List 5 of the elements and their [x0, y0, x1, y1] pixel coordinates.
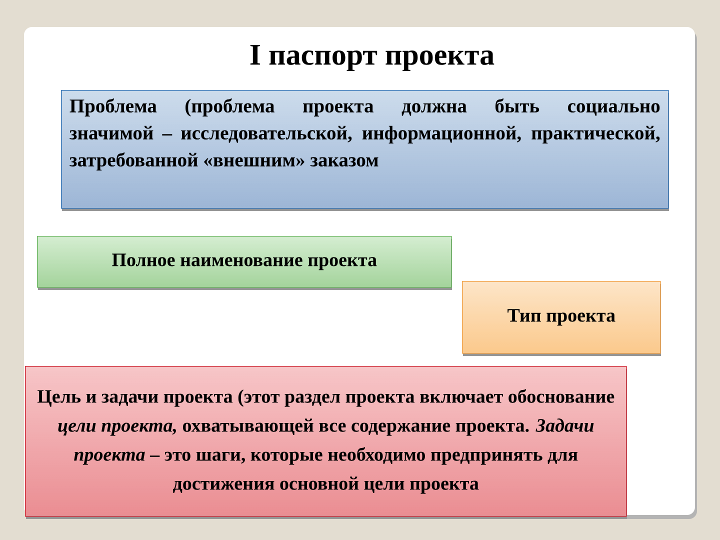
text-box: Тип проекта — [462, 281, 661, 356]
text-box: Полное наименование проекта — [37, 236, 452, 290]
text-box: Проблема (проблема проекта должна быть социально значимой – исследовательской, информационной, практической, затребованной «внешним» заказом — [61, 90, 669, 211]
title: I паспорт проекта — [250, 44, 494, 71]
text-box: Цель и задачи проекта (этот раздел проекта включает обоснование цели проекта, охватывающей все содержание проекта. Задачи проекта – это шаги, которые необходимо предпринять для достижения основной цели проекта — [25, 366, 627, 519]
